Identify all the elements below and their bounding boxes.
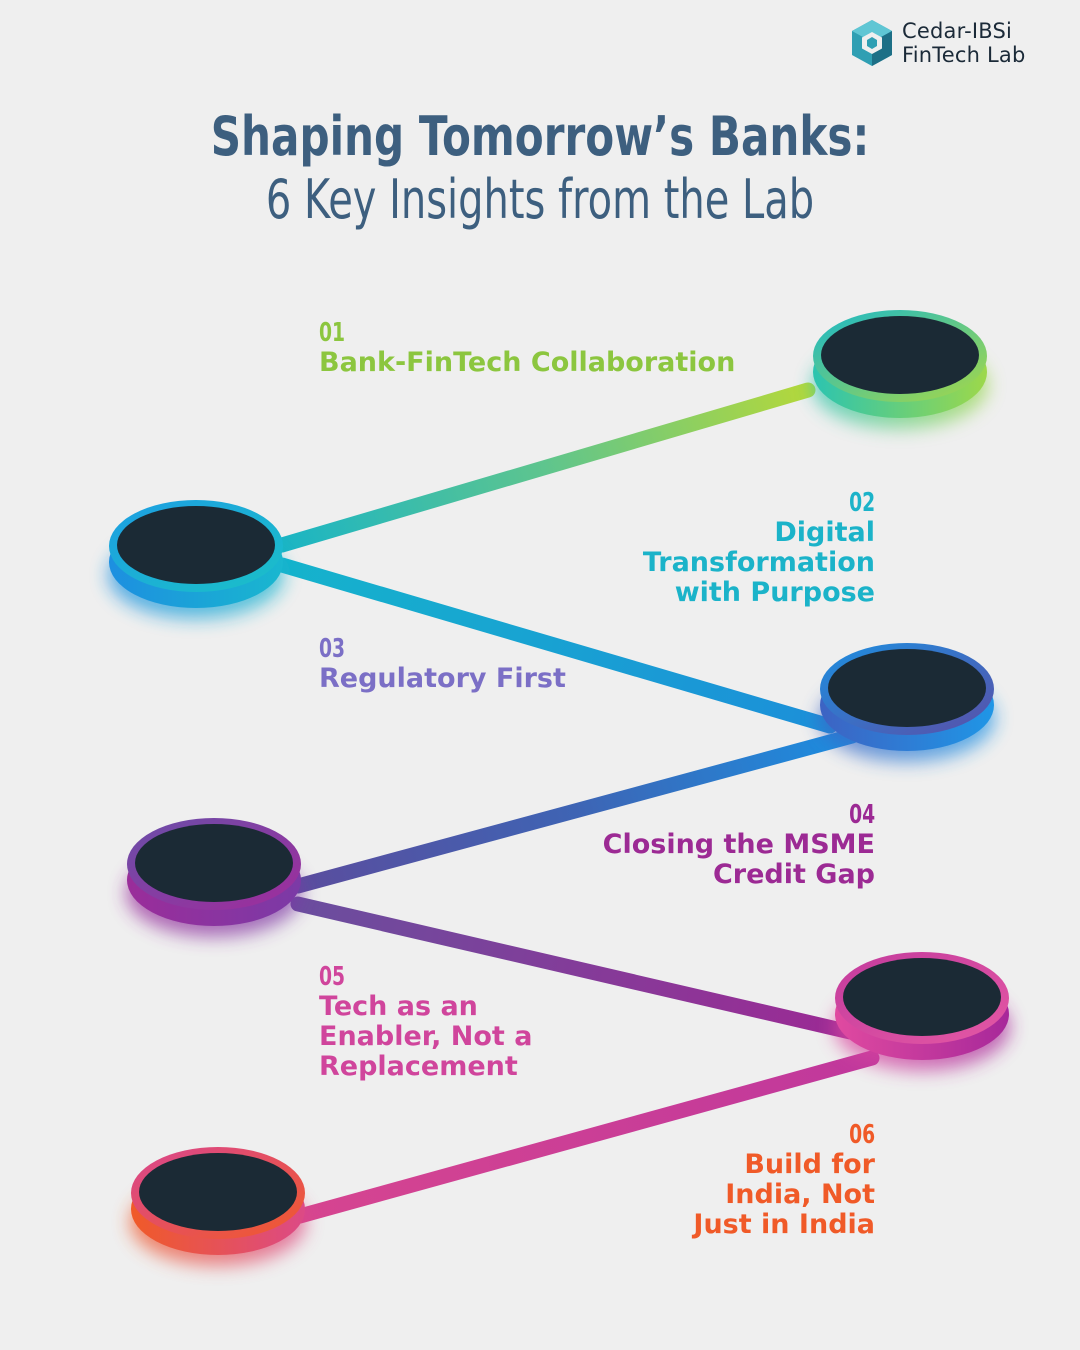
insight-2-number: 02 xyxy=(848,488,875,518)
title-line-1: Shaping Tomorrow’s Banks: xyxy=(210,105,870,168)
insight-6: 06 Build for India, Not Just in India xyxy=(665,1120,875,1240)
node-puck-5 xyxy=(834,952,1010,1071)
insight-4-number: 04 xyxy=(848,800,875,830)
page-title: Shaping Tomorrow’s Banks: 6 Key Insights… xyxy=(0,106,1080,232)
logo-name-line2: FinTech Lab xyxy=(902,43,1026,67)
insight-6-number: 06 xyxy=(848,1120,875,1150)
connector-2 xyxy=(274,557,838,734)
insight-2-label: Digital Transformation with Purpose xyxy=(642,517,875,608)
insight-3-label: Regulatory First xyxy=(319,663,566,694)
connector-3 xyxy=(290,728,860,894)
node-puck-6 xyxy=(130,1147,306,1266)
insight-5: 05 Tech as an Enabler, Not a Replacement xyxy=(319,962,559,1082)
insight-5-number: 05 xyxy=(319,962,346,992)
insight-4: 04 Closing the MSME Credit Gap xyxy=(575,800,875,890)
hexagon-cube-icon xyxy=(852,20,892,66)
insight-2: 02 Digital Transformation with Purpose xyxy=(540,488,875,608)
insight-1: 01 Bank-FinTech Collaboration xyxy=(319,318,735,378)
node-puck-4 xyxy=(126,818,302,937)
node-puck-2 xyxy=(108,500,284,619)
insight-3: 03 Regulatory First xyxy=(319,634,566,694)
node-puck-3 xyxy=(819,643,995,762)
node-puck-1 xyxy=(812,310,988,429)
insight-1-label: Bank-FinTech Collaboration xyxy=(319,347,736,378)
insight-1-number: 01 xyxy=(319,318,346,348)
connector-1 xyxy=(274,382,816,553)
connector-4 xyxy=(290,896,858,1040)
insight-5-label: Tech as an Enabler, Not a Replacement xyxy=(319,991,533,1082)
logo-name-line1: Cedar-IBSi xyxy=(902,19,1013,43)
insight-3-number: 03 xyxy=(319,634,346,664)
connector-5 xyxy=(292,1050,880,1224)
title-line-2: 6 Key Insights from the Lab xyxy=(265,168,815,231)
insight-6-label: Build for India, Not Just in India xyxy=(693,1149,875,1240)
insight-4-label: Closing the MSME Credit Gap xyxy=(602,829,875,890)
lab-logo: Cedar-IBSi FinTech Lab xyxy=(850,18,1026,68)
